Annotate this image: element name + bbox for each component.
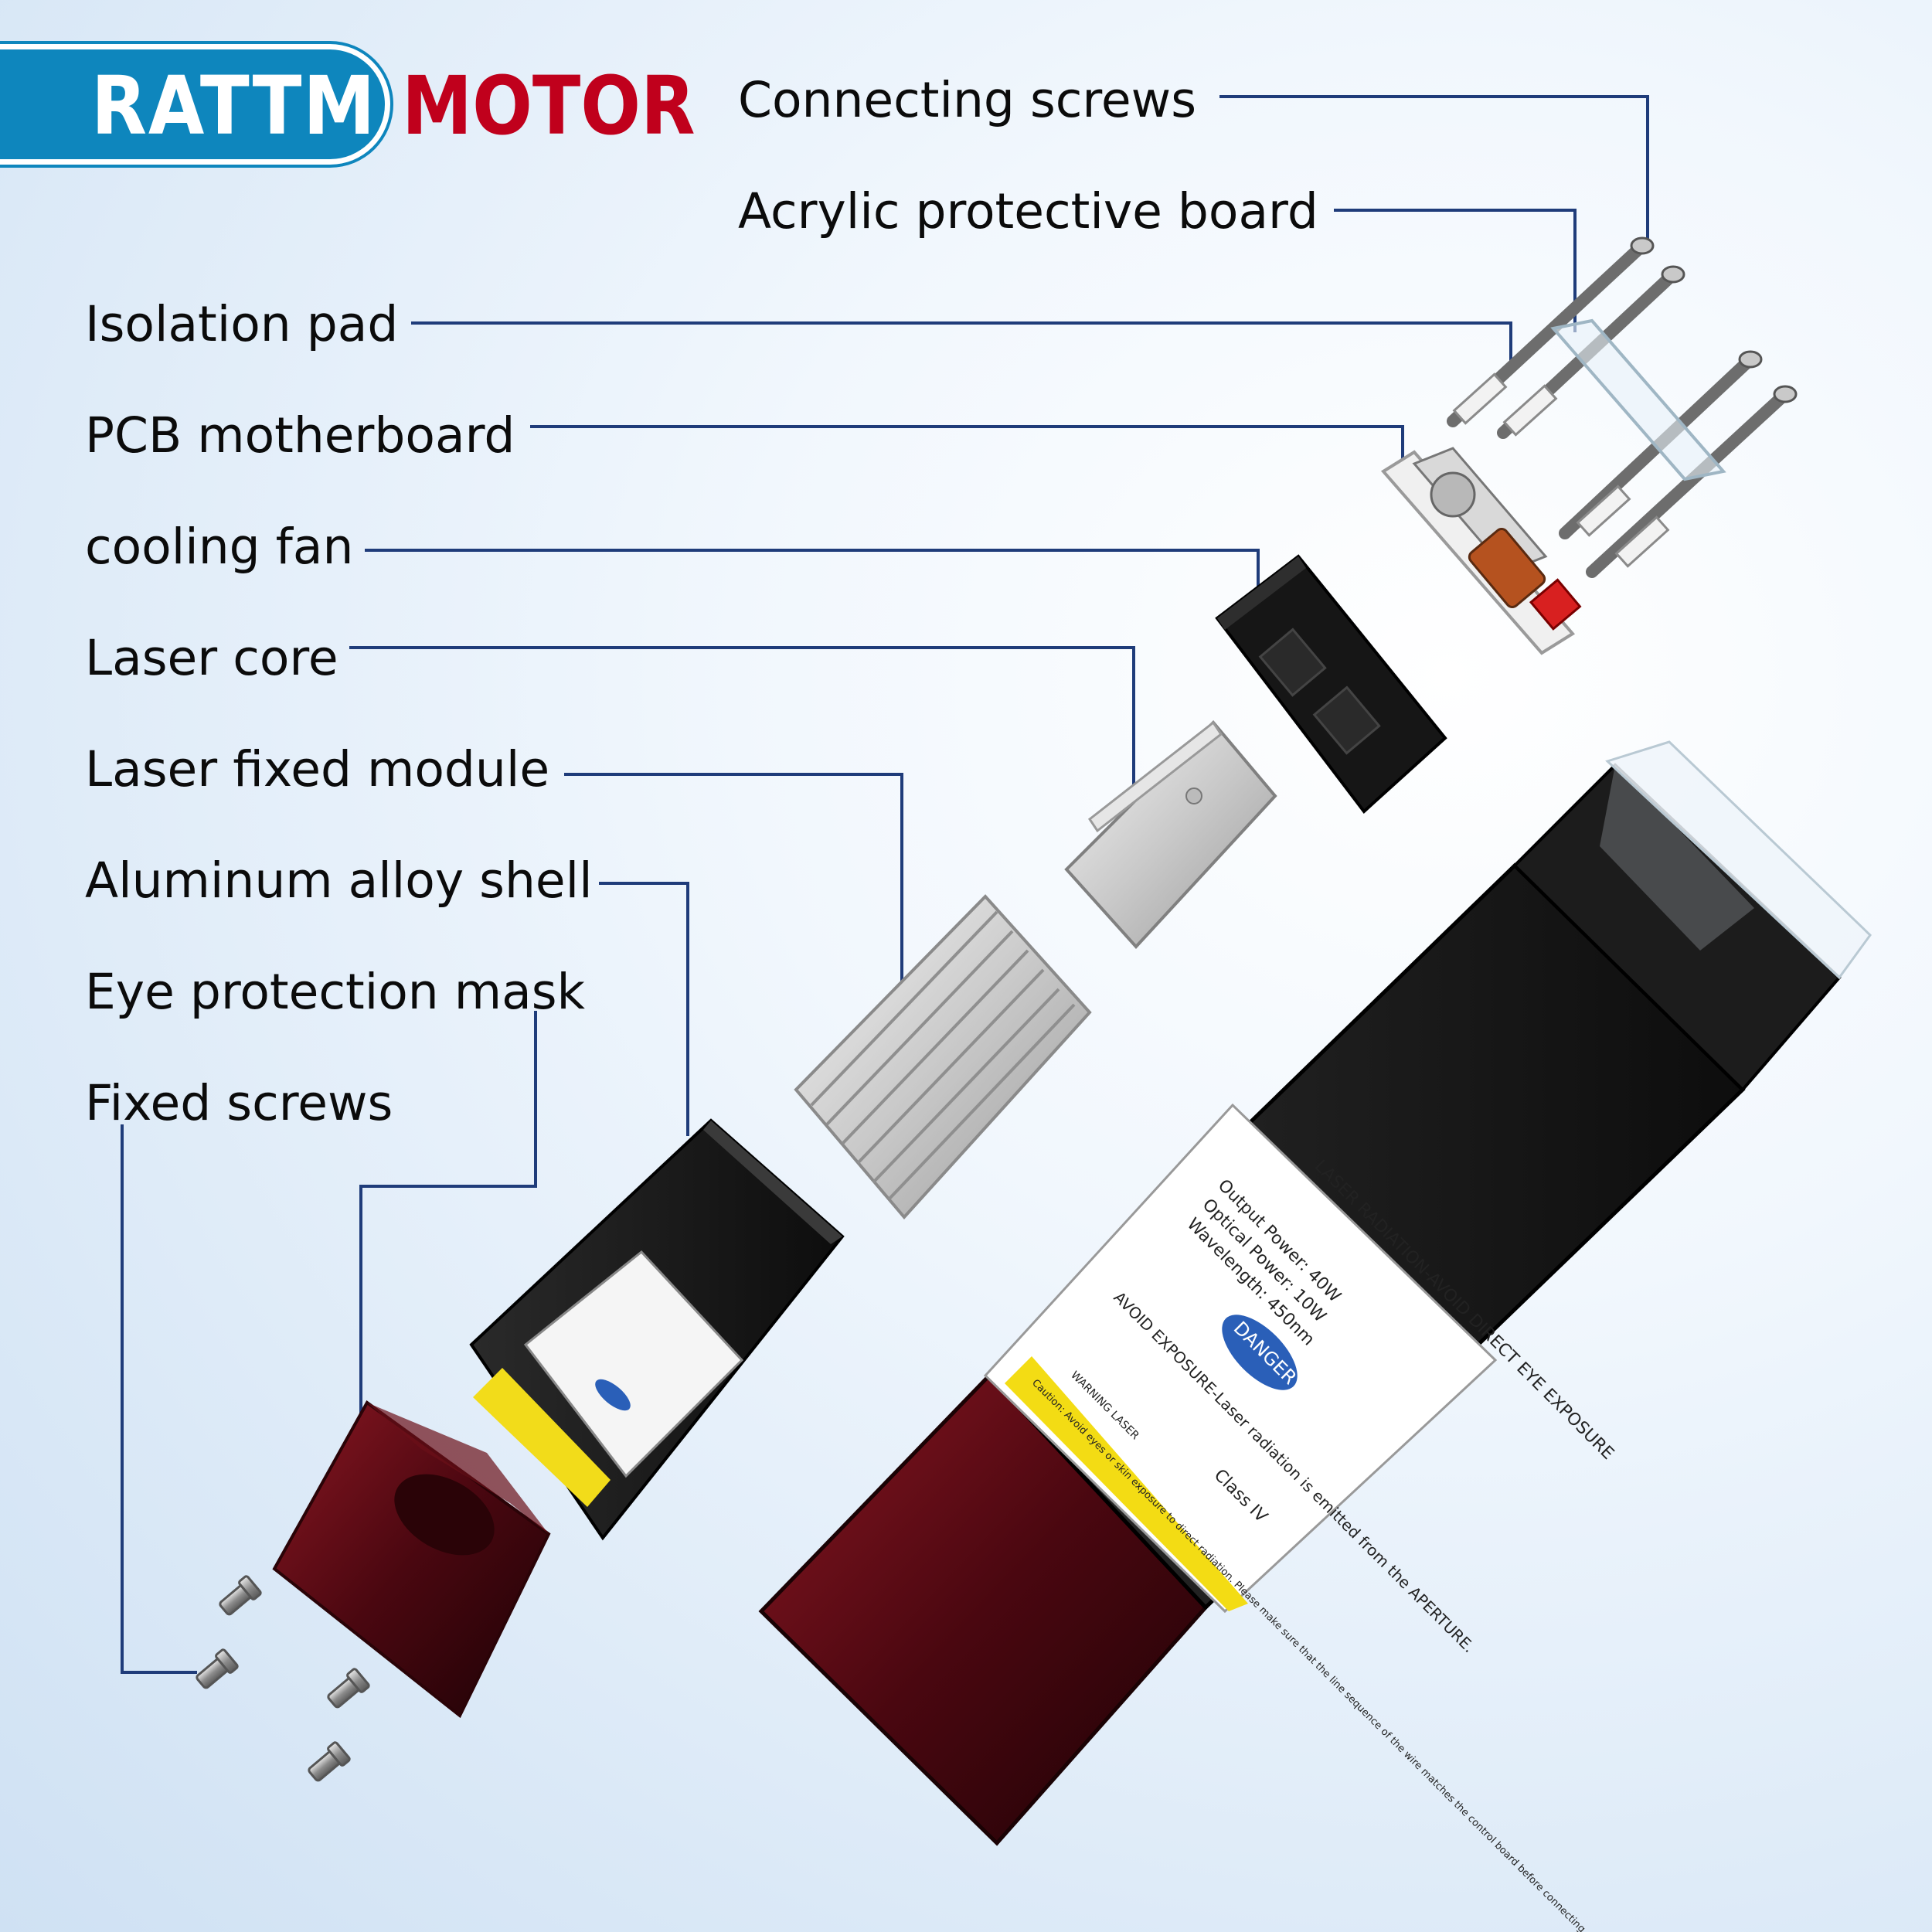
- brand-logo-secondary: MOTOR: [402, 59, 696, 153]
- leader-aluminum-shell: [599, 882, 689, 1136]
- isolation-pads: [1452, 372, 1670, 568]
- caution-stripe: [1005, 1356, 1248, 1611]
- cooling-fan: [1215, 554, 1447, 814]
- label-isolation-pad: Isolation pad: [85, 296, 399, 352]
- leader-isolation-pad: [411, 321, 1512, 371]
- leader-laser-fixed-module: [564, 773, 903, 981]
- connecting-screws-assembly: [1447, 236, 1798, 578]
- brand-logo-primary: RATTM: [91, 59, 377, 153]
- label-connecting-screws: Connecting screws: [738, 72, 1197, 128]
- assembled-laser-module: [758, 740, 1872, 1846]
- label-aluminum-shell: Aluminum alloy shell: [85, 852, 593, 909]
- brand-banner: [0, 49, 385, 159]
- laser-core: [1064, 720, 1277, 949]
- leader-acrylic-board: [1334, 209, 1577, 332]
- leader-eye-mask: [359, 1011, 537, 1457]
- shell-label: [523, 1250, 744, 1478]
- leader-fixed-screws: [121, 1124, 197, 1674]
- leader-pcb-motherboard: [530, 425, 1404, 479]
- label-laser-fixed-module: Laser fixed module: [85, 741, 550, 798]
- laser-fixed-module: [794, 894, 1092, 1220]
- label-fixed-screws: Fixed screws: [85, 1075, 393, 1131]
- label-acrylic-board: Acrylic protective board: [738, 183, 1318, 240]
- leader-lines: [121, 95, 1649, 1674]
- leader-cooling-fan: [365, 549, 1260, 599]
- pcb-motherboard: [1380, 447, 1582, 655]
- fixed-screws: [196, 1575, 370, 1782]
- eye-protection-mask: [272, 1400, 551, 1719]
- label-laser-core: Laser core: [85, 630, 338, 686]
- label-eye-protection-mask: Eye protection mask: [85, 964, 586, 1020]
- label-pcb-motherboard: PCB motherboard: [85, 407, 515, 464]
- leader-laser-core: [349, 646, 1135, 800]
- danger-badge-shape: [1222, 1315, 1298, 1390]
- acrylic-board: [1550, 318, 1726, 481]
- label-cooling-fan: cooling fan: [85, 519, 354, 575]
- aluminum-shell: [469, 1118, 845, 1541]
- leader-connecting-screws: [1219, 95, 1649, 243]
